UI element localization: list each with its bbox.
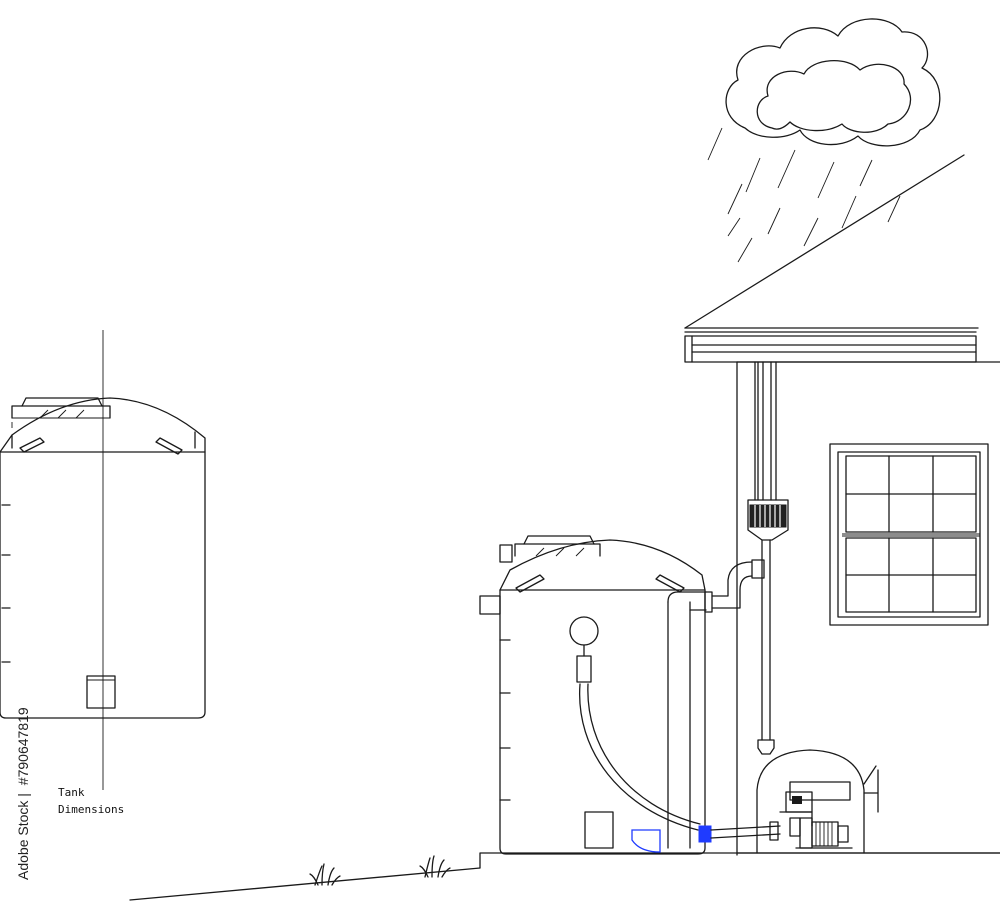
rain-drops <box>707 127 901 263</box>
rain-cloud <box>707 18 941 263</box>
outlet-valve <box>698 825 712 843</box>
tank-label-line1: Tank <box>58 786 85 799</box>
window <box>829 443 989 626</box>
floating-intake <box>631 829 661 853</box>
pump-housing <box>756 749 879 854</box>
filter-mesh <box>749 504 787 528</box>
grass-tuft-1 <box>309 863 341 886</box>
grass-tuft-2 <box>419 855 451 878</box>
stock-watermark: Adobe Stock | #790647819 <box>15 707 31 880</box>
stock-prefix: Adobe Stock | <box>15 793 31 880</box>
outlet-line <box>698 821 781 843</box>
svg-text:Adobe Stock | #790647819: Adobe Stock | #790647819 <box>15 707 31 880</box>
tank-label-line2: Dimensions <box>58 803 124 816</box>
dimension-tank: Tank Dimensions <box>0 330 206 816</box>
downpipe <box>704 361 789 856</box>
main-tank <box>479 535 707 855</box>
ground <box>129 852 1000 901</box>
stock-id: #790647819 <box>15 707 31 785</box>
house <box>684 154 1000 854</box>
